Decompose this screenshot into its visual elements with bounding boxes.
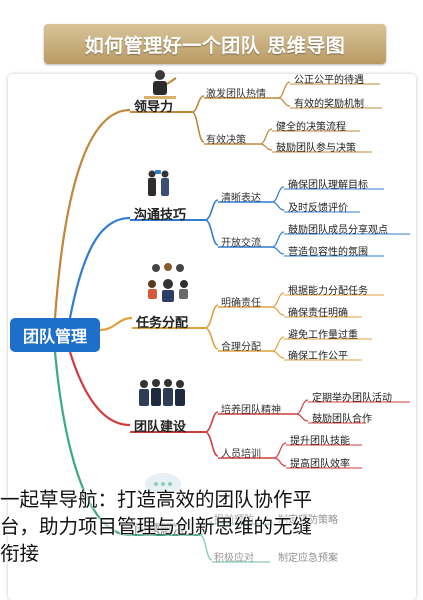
leaf-label: 提高团队效率 bbox=[290, 459, 350, 470]
caption-line: 一起草导航：打造高效的团队协作平 bbox=[0, 488, 313, 511]
leaf-label: 确保团队理解目标 bbox=[288, 180, 368, 191]
root-node: 团队管理 bbox=[10, 318, 100, 352]
leaf-label: 提升团队技能 bbox=[290, 436, 350, 447]
page-title: 如何管理好一个团队 思维导图 bbox=[84, 34, 346, 57]
leaf-label: 健全的决策流程 bbox=[276, 122, 346, 133]
connector-problem bbox=[53, 351, 131, 537]
leaf-label: 制定应急预案 bbox=[278, 553, 338, 564]
branch-label-tasks: 任务分配 bbox=[136, 316, 189, 331]
two-people-talking-icon bbox=[148, 170, 169, 196]
leaf-label: 确保责任明确 bbox=[288, 308, 348, 319]
leaf-label: 制定预防策略 bbox=[278, 515, 338, 526]
leaf-label: 鼓励团队合作 bbox=[312, 414, 372, 425]
leaf-label: 营造包容性的氛围 bbox=[288, 247, 368, 258]
leaf-label: 确保工作公平 bbox=[288, 351, 348, 362]
overlay-caption: 一起草导航：打造高效的团队协作平 台，助力项目管理与创新思维的无缝 衔接 bbox=[0, 486, 423, 567]
leaf-label: 公正公平的待遇 bbox=[294, 75, 364, 86]
leaf-label: 有效的奖励机制 bbox=[294, 99, 364, 110]
team-group-icon bbox=[148, 263, 188, 302]
leader-icon bbox=[144, 70, 177, 99]
title-banner: 如何管理好一个团队 思维导图 bbox=[44, 24, 386, 64]
sub-label: 合理分配 bbox=[221, 342, 261, 353]
connector-teambuilding bbox=[68, 351, 131, 427]
branch-label-communication: 沟通技巧 bbox=[134, 208, 187, 223]
caption-line: 衔接 bbox=[0, 542, 40, 565]
chat-bubble-icon bbox=[145, 473, 181, 495]
connector-communication bbox=[68, 216, 131, 319]
connector-leadership bbox=[53, 108, 131, 319]
sub-label: 有效决策 bbox=[206, 135, 246, 146]
caption-line: 台，助力项目管理与创新思维的无缝 bbox=[0, 515, 313, 538]
leaf-label: 鼓励团队成员分享观点 bbox=[288, 225, 388, 236]
business-team-icon bbox=[139, 379, 185, 406]
connector-tasks bbox=[99, 316, 133, 332]
branch-label-leadership: 领导力 bbox=[134, 100, 174, 115]
leaf-label: 避免工作量过重 bbox=[288, 330, 358, 341]
leaf-label: 定期举办团队活动 bbox=[312, 393, 392, 404]
branch-label-problem: 问题解决 bbox=[134, 523, 187, 538]
sub-label: 开放交流 bbox=[221, 238, 261, 249]
leaf-label: 根据能力分配任务 bbox=[288, 286, 368, 297]
branch-label-teambuilding: 团队建设 bbox=[134, 420, 187, 435]
leaf-label: 鼓励团队参与决策 bbox=[276, 143, 356, 154]
leaf-label: 及时反馈评价 bbox=[288, 203, 348, 214]
sub-label: 积极应对 bbox=[214, 553, 254, 564]
sub-label: 人员培训 bbox=[221, 449, 261, 460]
sub-label: 提前预防 bbox=[214, 515, 254, 526]
sub-label: 培养团队精神 bbox=[221, 405, 281, 416]
sub-label: 激发团队热情 bbox=[206, 89, 266, 100]
sub-label: 明确责任 bbox=[221, 298, 261, 309]
sub-label: 清晰表达 bbox=[221, 193, 261, 204]
